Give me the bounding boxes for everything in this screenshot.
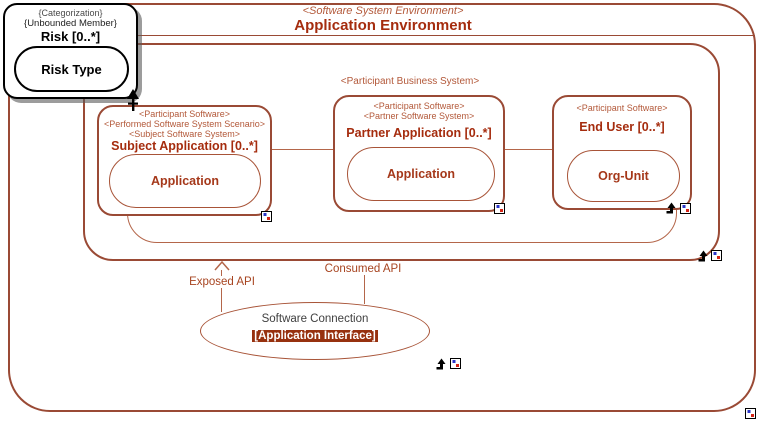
business-system-label: <Participant Business System> <box>340 76 480 87</box>
subject-stereotype-1: <Participant Software> <box>138 109 231 119</box>
detail-indicator-icon[interactable] <box>450 358 461 369</box>
risk-title: Risk [0..*] <box>40 29 101 44</box>
detail-indicator-icon[interactable] <box>711 250 722 261</box>
detail-indicator-icon[interactable] <box>680 203 691 214</box>
subject-stereotype-3: <Subject Software System> <box>128 129 241 139</box>
shortcut-arrow-icon[interactable] <box>698 250 710 262</box>
categorization-anchor-icon <box>125 88 141 112</box>
risk-stereotype-2: {Unbounded Member} <box>24 18 117 29</box>
subject-stereotype-2: <Performed Software System Scenario> <box>103 119 266 129</box>
environment-container[interactable] <box>8 3 756 412</box>
partner-application-shape[interactable]: Application <box>347 147 495 201</box>
inner-environment-container[interactable] <box>83 43 720 261</box>
environment-title: Application Environment <box>294 17 472 34</box>
software-connection-ellipse[interactable]: Software Connection [Application Interfa… <box>200 302 430 360</box>
risk-type-label: Risk Type <box>41 61 102 77</box>
shortcut-arrow-icon[interactable] <box>666 202 678 214</box>
detail-indicator-icon[interactable] <box>494 203 505 214</box>
risk-categorization-box[interactable]: {Categorization} {Unbounded Member} Risk… <box>3 3 138 99</box>
open-arrowhead-icon <box>214 260 230 271</box>
subject-application-title: Subject Application [0..*] <box>111 139 258 153</box>
shortcut-arrow-icon[interactable] <box>436 358 448 370</box>
title-separator <box>9 35 755 36</box>
software-connection-title: Software Connection <box>261 313 369 325</box>
detail-indicator-icon[interactable] <box>261 211 272 222</box>
subject-application-shape[interactable]: Application <box>109 154 261 208</box>
partner-stereotype-2: <Partner Software System> <box>363 111 475 121</box>
risk-stereotype-1: {Categorization} <box>38 8 103 18</box>
exposed-api-label: Exposed API <box>187 276 257 288</box>
consumed-api-line[interactable] <box>364 274 365 304</box>
detail-indicator-icon[interactable] <box>745 408 756 419</box>
exposed-api-line[interactable] <box>221 270 222 312</box>
partner-application-type-label: Application <box>386 167 456 181</box>
partner-application-box[interactable]: <Participant Software> <Partner Software… <box>333 95 505 214</box>
partner-stereotype-1: <Participant Software> <box>373 101 465 111</box>
application-interface-selected-label[interactable]: [Application Interface] <box>252 330 378 342</box>
subject-application-type-label: Application <box>150 174 220 188</box>
risk-type-shape[interactable]: Risk Type <box>14 46 129 92</box>
consumed-api-label: Consumed API <box>322 263 404 275</box>
end-user-stereotype-1: <Participant Software> <box>576 103 668 113</box>
end-user-title: End User [0..*] <box>579 120 665 134</box>
partner-application-title: Partner Application [0..*] <box>346 126 492 140</box>
end-user-shape[interactable]: Org-Unit <box>567 150 680 202</box>
subject-application-box[interactable]: <Participant Software> <Performed Softwa… <box>97 105 272 222</box>
end-user-box[interactable]: <Participant Software> End User [0..*] O… <box>552 95 692 214</box>
org-unit-label: Org-Unit <box>598 169 649 183</box>
environment-stereotype: <Software System Environment> <box>302 5 464 17</box>
